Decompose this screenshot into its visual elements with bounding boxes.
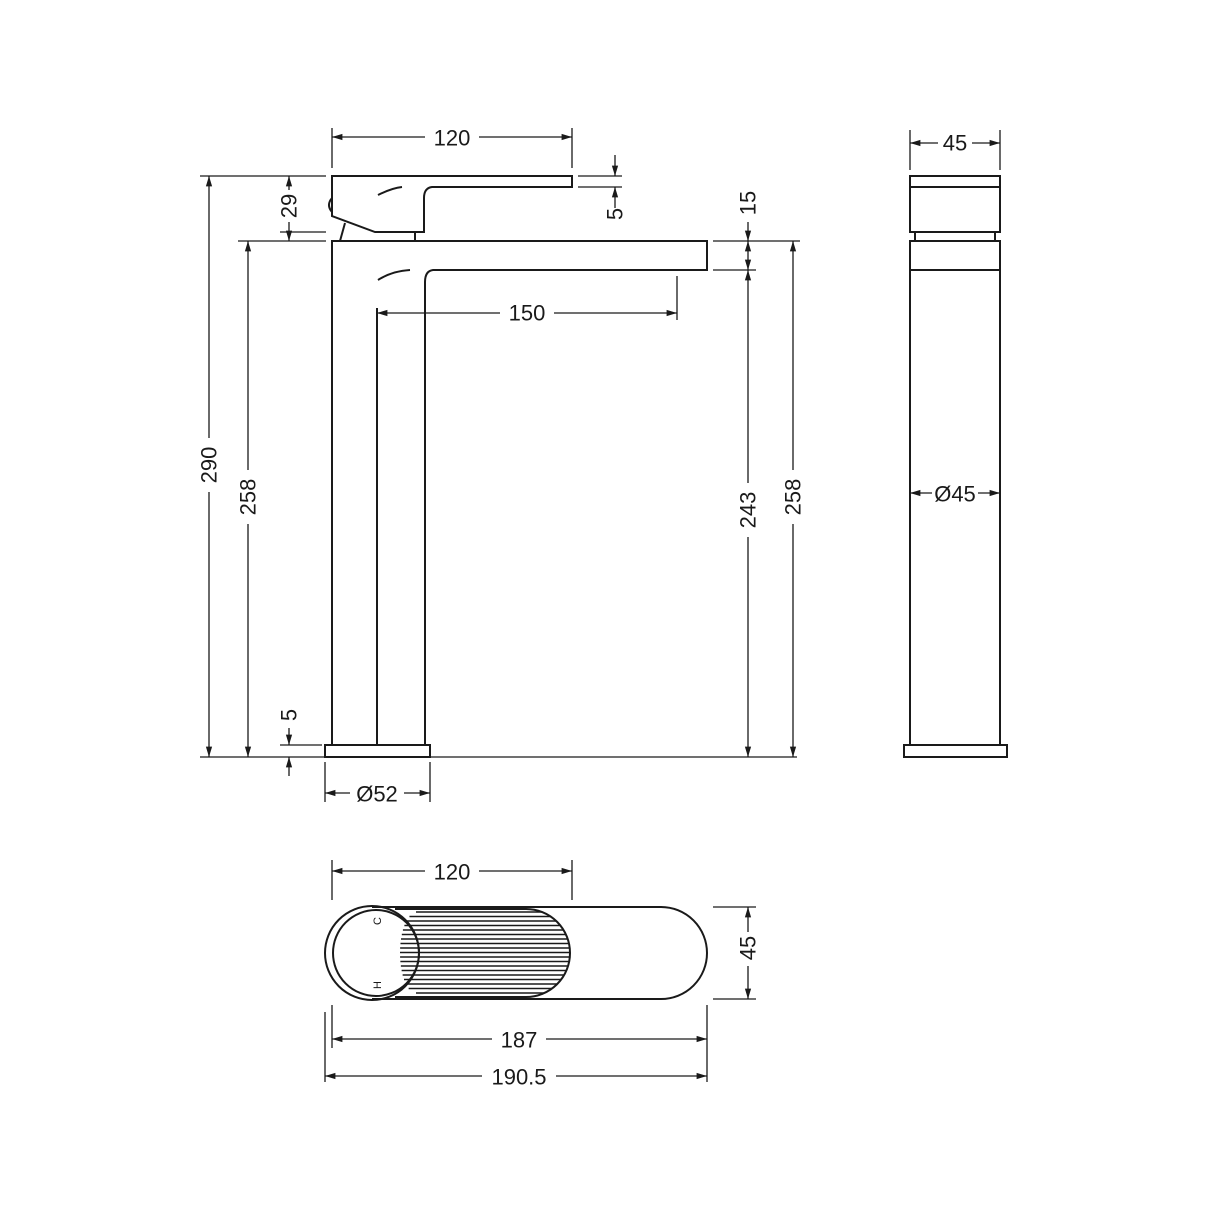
side-handle xyxy=(909,175,1001,233)
base-plate xyxy=(324,744,431,758)
dim-side-width: 45 xyxy=(910,130,1000,156)
dim-body-height-left: 258 xyxy=(235,241,261,757)
side-view: 45 Ø45 xyxy=(903,130,1008,758)
label-overall-height: 290 xyxy=(197,447,222,484)
dim-body-length: 187 xyxy=(332,1026,707,1053)
label-body-height-left: 258 xyxy=(236,479,261,516)
label-plan-handle-length: 120 xyxy=(434,860,471,885)
dim-side-diameter: Ø45 xyxy=(910,480,1000,507)
dim-handle-height: 29 xyxy=(276,176,302,241)
dim-overall-height: 290 xyxy=(196,176,222,757)
plan-spout xyxy=(372,906,708,1000)
dim-base-thickness: 5 xyxy=(277,709,302,776)
label-spout-thickness: 15 xyxy=(736,191,761,215)
label-handle-width: 120 xyxy=(434,126,471,151)
front-view: 120 5 15 150 290 258 xyxy=(196,125,806,807)
cold-mark: C xyxy=(372,917,384,925)
label-spout-outlet-height: 243 xyxy=(736,492,761,529)
label-base-diameter: Ø52 xyxy=(356,782,398,807)
plan-handle-ribs xyxy=(400,911,570,994)
label-overall-length: 190.5 xyxy=(491,1065,546,1090)
dim-spout-outlet-height: 243 xyxy=(735,270,761,757)
plan-handle-lever xyxy=(395,908,571,998)
label-base-thickness: 5 xyxy=(277,709,302,721)
label-spout-reach: 150 xyxy=(509,301,546,326)
dim-overall-length: 190.5 xyxy=(325,1063,707,1090)
side-base xyxy=(903,744,1008,758)
hot-mark: H xyxy=(372,981,384,989)
label-plan-width: 45 xyxy=(736,936,761,960)
label-side-width: 45 xyxy=(943,131,967,156)
dim-handle-gap: 5 xyxy=(603,155,628,220)
dim-base-diameter: Ø52 xyxy=(325,780,430,807)
dim-body-height-right: 258 xyxy=(780,241,806,757)
handle-outline xyxy=(328,175,573,242)
dim-handle-width: 120 xyxy=(332,125,572,151)
label-handle-gap: 5 xyxy=(603,208,628,220)
dim-spout-thickness: 15 xyxy=(736,191,761,270)
label-body-height-right: 258 xyxy=(781,479,806,516)
label-body-length: 187 xyxy=(501,1028,538,1053)
label-side-diameter: Ø45 xyxy=(934,482,976,507)
spout-body-outline xyxy=(331,240,708,745)
dim-plan-width: 45 xyxy=(735,907,761,999)
dim-plan-handle-length: 120 xyxy=(332,858,572,885)
label-handle-height: 29 xyxy=(277,194,302,218)
dim-spout-reach: 150 xyxy=(377,300,677,326)
extension-lines xyxy=(200,128,800,802)
plan-view: C H 120 45 187 190.5 xyxy=(324,858,761,1090)
